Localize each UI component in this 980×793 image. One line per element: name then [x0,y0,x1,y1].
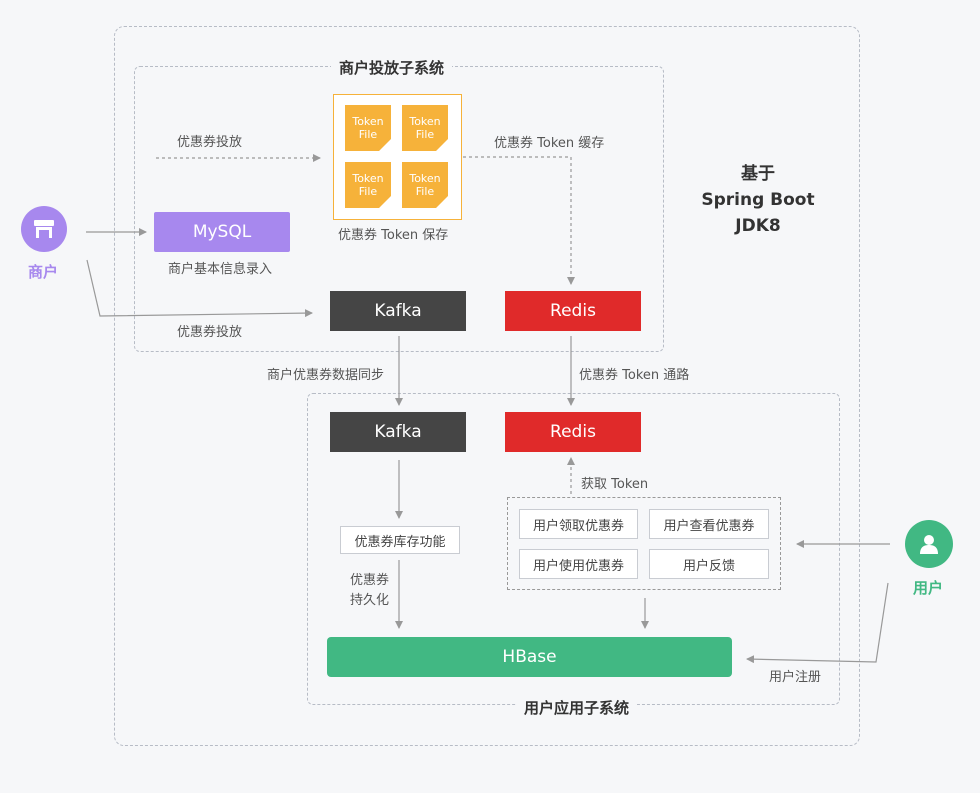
function-feedback: 用户反馈 [649,549,769,579]
token-to-redis-arrow [463,156,575,285]
hbase-node: HBase [327,637,732,677]
kafka-node-user: Kafka [330,412,466,452]
token-file-icon: Token File [345,162,391,208]
redis-node-merchant: Redis [505,291,641,331]
platform-line-1: 基于 [741,164,775,184]
sync-label: 商户优惠券数据同步 [267,368,385,383]
function-claim-coupon: 用户领取优惠券 [519,509,638,539]
token-file-icon: Token File [345,105,391,151]
persist-label: 优惠券 持久化 [350,571,389,611]
merchant-info-label: 商户基本信息录入 [168,262,273,277]
user-subsystem-title: 用户应用子系统 [516,697,638,718]
get-token-label: 获取 Token [581,477,649,492]
store-icon [21,206,67,252]
function-use-coupon: 用户使用优惠券 [519,549,638,579]
merchant-to-kafka-arrow [86,259,313,318]
user-register-label: 用户注册 [769,670,822,685]
redis-node-user: Redis [505,412,641,452]
user-label: 用户 [913,579,944,597]
merchant-label: 商户 [28,263,59,281]
coupon-issue-label-bottom: 优惠券投放 [177,325,243,340]
persist-label-line-2: 持久化 [350,593,390,608]
platform-label: 基于 Spring Boot JDK8 [690,161,826,239]
token-file-icon: Token File [402,105,448,151]
persist-label-line-1: 优惠券 [350,573,390,588]
token-file-icon: Token File [402,162,448,208]
outer-system-container [114,26,860,746]
kafka-node-merchant: Kafka [330,291,466,331]
platform-line-3: JDK8 [735,216,781,236]
user-icon [905,520,953,568]
inventory-box: 优惠券库存功能 [340,526,460,554]
coupon-issue-label-top: 优惠券投放 [177,135,243,150]
platform-line-2: Spring Boot [701,190,815,210]
token-file-store: Token File Token File Token File Token F… [333,94,462,220]
token-channel-label: 优惠券 Token 通路 [579,368,690,383]
token-cache-label: 优惠券 Token 缓存 [494,136,605,151]
mysql-node: MySQL [154,212,290,252]
user-register-arrow [746,582,889,664]
function-view-coupon: 用户查看优惠券 [649,509,769,539]
merchant-subsystem-title: 商户投放子系统 [331,57,453,78]
token-store-label: 优惠券 Token 保存 [338,228,449,243]
user-functions-group [507,497,781,590]
